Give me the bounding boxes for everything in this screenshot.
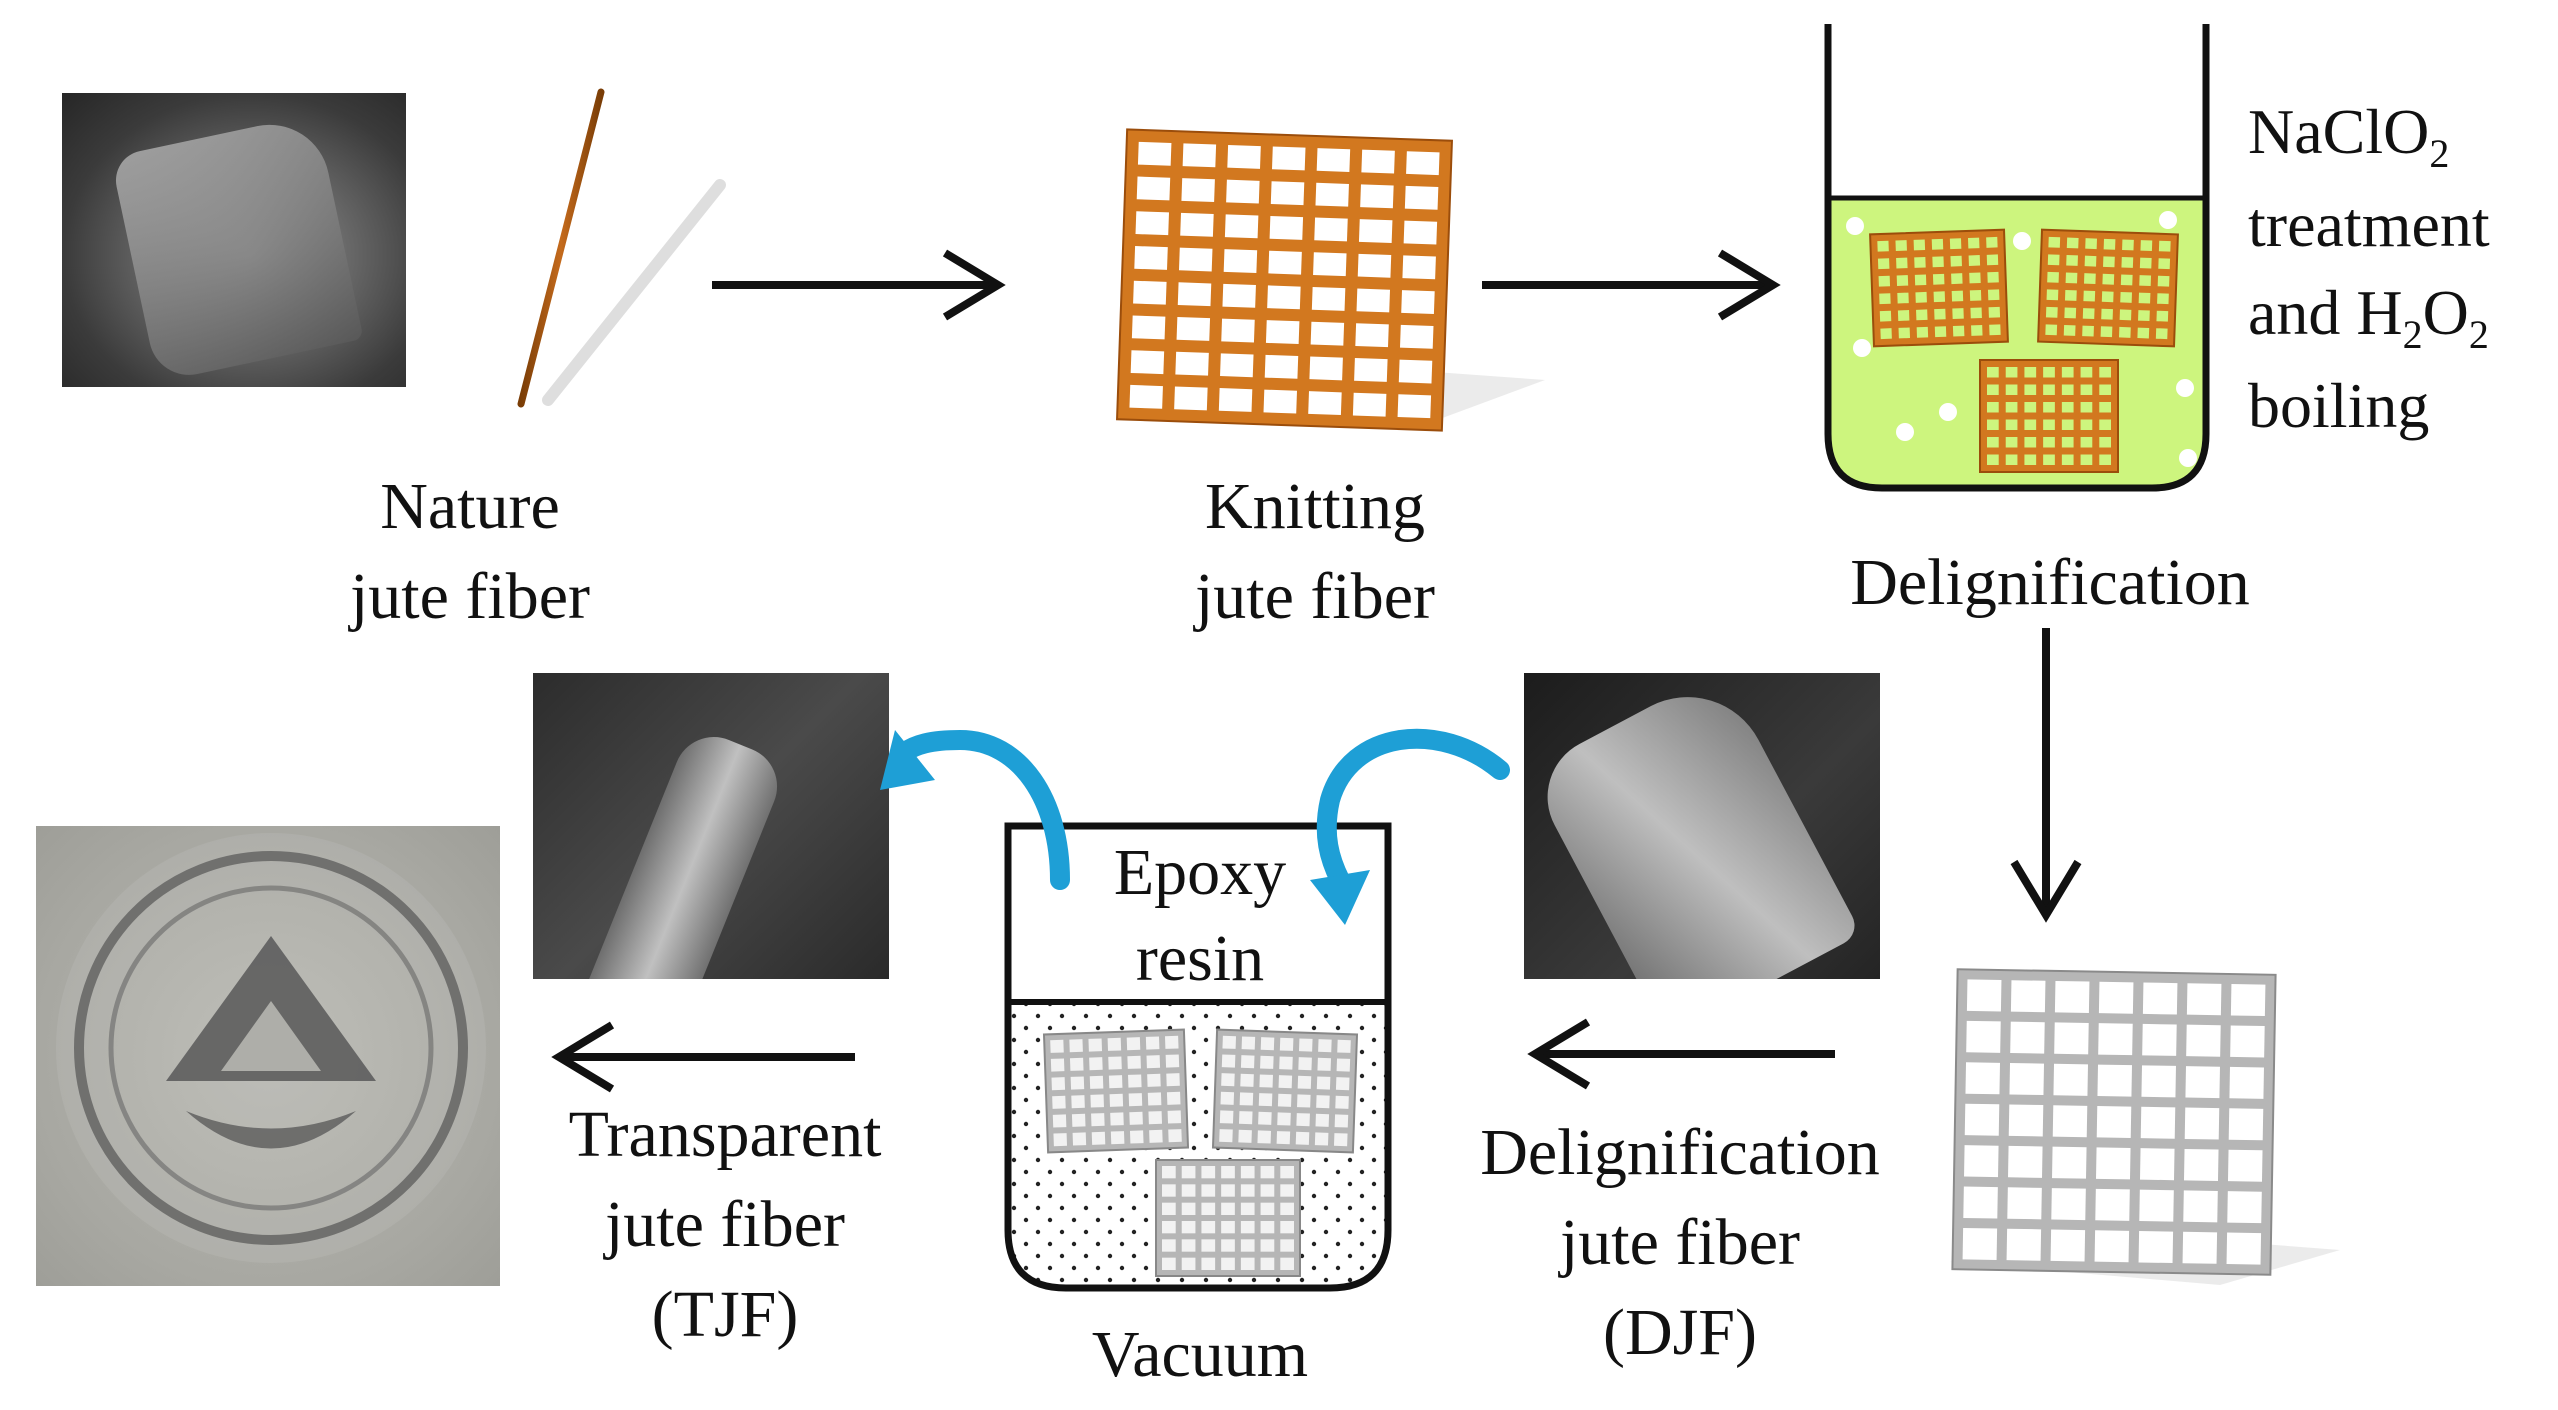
tjf-label: Transparent jute fiber (TJF) [530, 1090, 920, 1359]
treatment-label-line1: NaClO2 [2248, 96, 2450, 176]
knitted-orange-grid-icon [1116, 128, 1545, 432]
delignification-beaker-icon [1824, 24, 2210, 492]
nature-label-line2: jute fiber [349, 559, 591, 633]
epoxy-resin-label: Epoxy resin [1050, 830, 1350, 1002]
sem-delignified-jute-fiber-image [1524, 673, 1880, 979]
curved-arrow-out-of-resin-icon [880, 729, 1070, 890]
arrow-right-2 [1482, 249, 1781, 321]
sem-nature-jute-fiber-image [62, 93, 406, 387]
djf-label-line1: Delignification [1480, 1116, 1880, 1189]
arrow-left-1 [1527, 1018, 1835, 1090]
delignified-grey-grid-icon [1950, 968, 2340, 1285]
vacuum-epoxy-beaker-icon [1004, 822, 1392, 1292]
knitting-label-line2: jute fiber [1194, 559, 1436, 633]
treatment-label-line3: and H2O2 [2248, 277, 2489, 358]
vacuum-label: Vacuum [1091, 1318, 1309, 1391]
tjf-label-line3: (TJF) [651, 1277, 799, 1351]
knitting-jute-fiber-label: Knitting jute fiber [1150, 462, 1480, 642]
tjf-label-line1: Transparent [568, 1098, 882, 1171]
delignification-label: Delignification [1850, 546, 2250, 619]
djf-label: Delignification jute fiber (DJF) [1430, 1108, 1930, 1377]
djf-label-line2: jute fiber [1559, 1205, 1801, 1279]
arrow-right-1 [712, 249, 1006, 321]
seal-emblem-icon [56, 833, 486, 1263]
knitting-label-line1: Knitting [1204, 470, 1425, 543]
nature-label-line1: Nature [380, 470, 560, 543]
sem-transparent-jute-fiber-image [533, 673, 889, 979]
treatment-label-line4: boiling [2248, 370, 2430, 442]
arrow-left-2 [551, 1021, 855, 1093]
treatment-label: NaClO2 treatment and H2O2 boiling [2248, 88, 2490, 451]
djf-label-line3: (DJF) [1602, 1295, 1757, 1369]
single-jute-fiber-icon [517, 88, 726, 408]
tjf-label-line2: jute fiber [604, 1187, 846, 1261]
transparent-composite-photo [36, 826, 500, 1286]
curved-arrow-into-resin-icon [1310, 728, 1510, 925]
epoxy-label-line1: Epoxy [1113, 836, 1287, 909]
arrow-down [2010, 628, 2082, 923]
nature-jute-fiber-label: Nature jute fiber [310, 462, 630, 642]
epoxy-label-line2: resin [1135, 921, 1265, 995]
treatment-label-line2: treatment [2248, 188, 2490, 260]
